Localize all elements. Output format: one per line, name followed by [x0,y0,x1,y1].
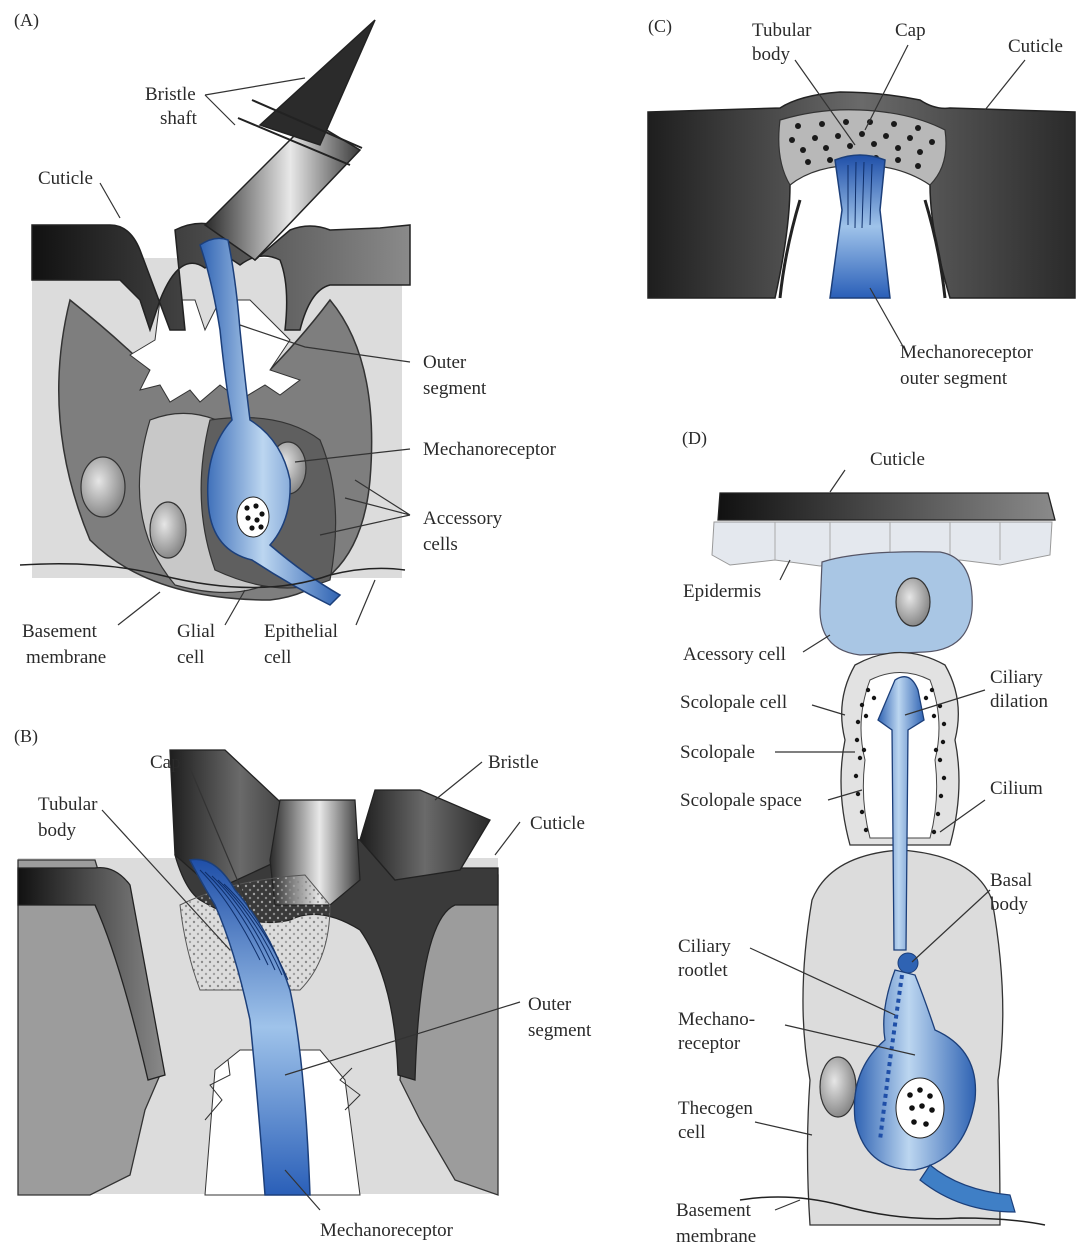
label-scolopale: Scolopale [680,742,755,763]
panel-d [712,493,1055,1225]
panel-a [20,20,410,605]
panel-c [648,92,1075,298]
label-mech-outer-segment-c-1: Mechanoreceptor [900,342,1034,363]
label-scolopale-space: Scolopale space [680,790,802,811]
nucleus-glial [150,502,186,558]
label-bristle-shaft-2: shaft [160,108,198,129]
label-bristle-b: Bristle [488,752,539,773]
label-tubular-body-b-2: body [38,820,77,841]
label-basement-membrane-d-2: membrane [676,1226,756,1247]
label-scolopale-cell: Scolopale cell [680,692,787,713]
label-outer-segment-b-2: segment [528,1020,592,1041]
label-bristle-shaft-1: Bristle [145,84,196,105]
label-cuticle-b: Cuticle [530,813,585,834]
label-basement-membrane-a-2: membrane [26,647,106,668]
label-glial-cell-2: cell [177,647,204,668]
label-epithelial-cell-2: cell [264,647,291,668]
label-ciliary-dilation-1: Ciliary [990,667,1043,688]
panel-d-tag: (D) [682,428,707,449]
label-basement-membrane-d-1: Basement [676,1200,752,1221]
label-basal-body-1: Basal [990,870,1032,891]
panel-c-tag: (C) [648,16,672,37]
label-ciliary-dilation-2: dilation [990,691,1049,712]
label-cuticle-c: Cuticle [1008,36,1063,57]
nucleus-left [81,457,125,517]
cuticle-d [718,493,1055,520]
label-tubular-body-c-1: Tubular [752,20,812,41]
label-outer-segment-a-2: segment [423,378,487,399]
outer-segment-c [830,155,890,298]
label-mechanoreceptor-d-2: receptor [678,1033,741,1054]
label-thecogen-cell-2: cell [678,1122,705,1143]
label-cap-c: Cap [895,20,926,41]
label-accessory-cell-d: Acessory cell [683,644,786,665]
label-cap-b: Cap [150,752,181,773]
panel-b [18,750,498,1195]
label-mech-outer-segment-c-2: outer segment [900,368,1008,389]
label-ciliary-rootlet-1: Ciliary [678,936,731,957]
label-basement-membrane-a-1: Basement [22,621,98,642]
label-mechanoreceptor-a: Mechanoreceptor [423,439,557,460]
label-basal-body-2: body [990,894,1029,915]
label-mechanoreceptor-d-1: Mechano- [678,1009,755,1030]
label-outer-segment-a-1: Outer [423,352,467,373]
panel-a-tag: (A) [14,10,39,31]
label-tubular-body-b-1: Tubular [38,794,98,815]
label-accessory-cells-1: Accessory [423,508,503,529]
label-glial-cell-1: Glial [177,621,215,642]
label-cuticle-d: Cuticle [870,449,925,470]
panel-b-tag: (B) [14,726,38,747]
label-cuticle-a: Cuticle [38,168,93,189]
label-cilium: Cilium [990,778,1043,799]
label-mechanoreceptor-b: Mechanoreceptor [320,1220,454,1241]
label-outer-segment-b-1: Outer [528,994,572,1015]
label-ciliary-rootlet-2: rootlet [678,960,728,981]
label-epithelial-cell-1: Epithelial [264,621,338,642]
label-accessory-cells-2: cells [423,534,458,555]
label-tubular-body-c-2: body [752,44,791,65]
label-thecogen-cell-1: Thecogen [678,1098,753,1119]
label-epidermis: Epidermis [683,581,761,602]
